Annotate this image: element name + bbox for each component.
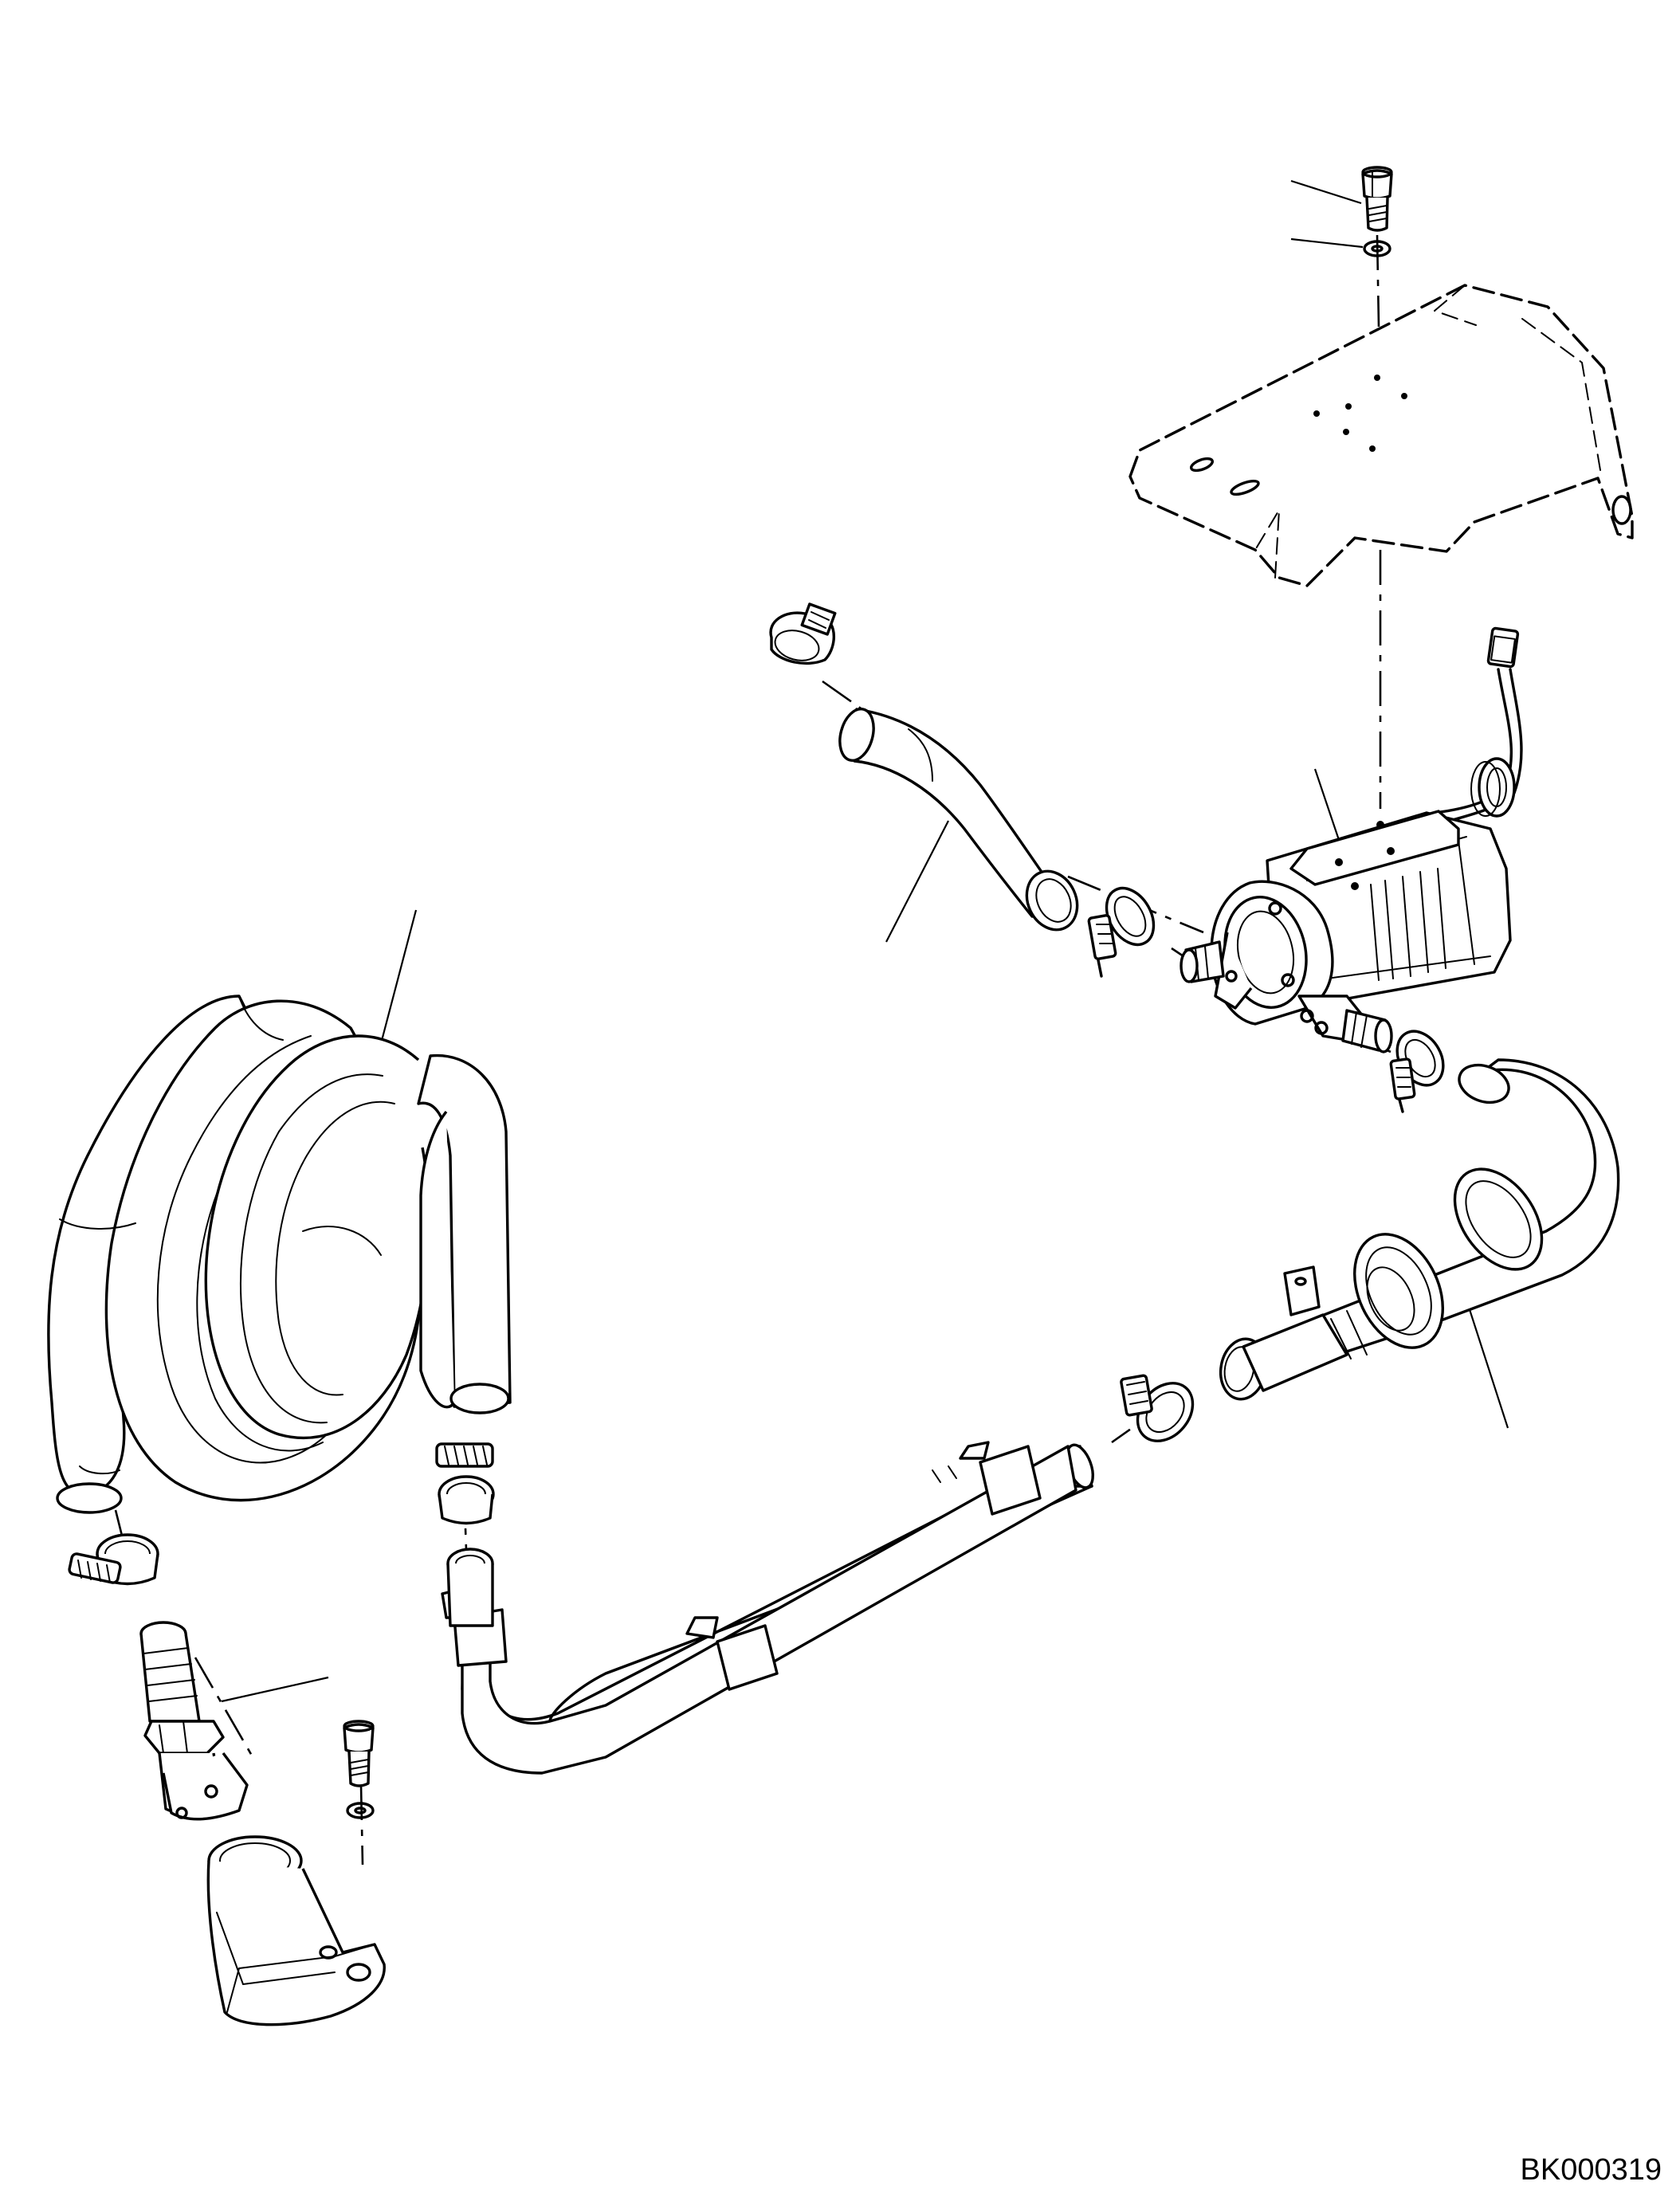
coiled-hose xyxy=(47,995,512,1514)
bolt-bottom xyxy=(343,1720,375,1787)
hose-clamp-coil-bottom xyxy=(68,1533,159,1586)
mounting-bracket xyxy=(1129,284,1634,587)
hose-clamp-tube-top xyxy=(435,1442,495,1525)
drawing-code: BK000319 xyxy=(1521,2153,1662,2187)
bolt-top xyxy=(1361,166,1393,232)
bent-hose-with-grommets xyxy=(1219,1058,1620,1401)
leader-lines xyxy=(221,179,1509,1703)
wire-connector xyxy=(1433,626,1523,826)
electric-fuel-pump xyxy=(1180,810,1512,1053)
washer-bottom xyxy=(346,1802,375,1819)
fuel-tube-long xyxy=(441,1441,1094,1775)
hose-clamp-pump-inlet xyxy=(1087,886,1156,978)
hose-clamp-upper xyxy=(769,602,837,665)
tank-port-flange xyxy=(206,1835,386,2026)
adapter-fitting xyxy=(139,1621,249,1821)
hose-clamp-pump-outlet xyxy=(1389,1030,1445,1113)
hose-clamp-right xyxy=(1120,1374,1195,1442)
hose-upper-inlet xyxy=(838,708,1079,932)
washer-top xyxy=(1363,240,1391,257)
